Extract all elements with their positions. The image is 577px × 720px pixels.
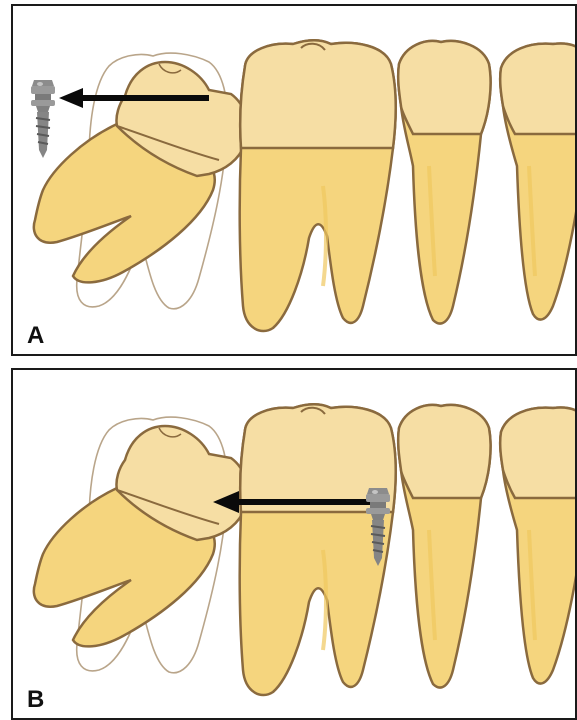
panel-label-a: A (27, 324, 44, 348)
panel-a: A (11, 4, 577, 356)
third-molar (34, 417, 247, 673)
teeth-group (240, 40, 577, 331)
panel-label-b: B (27, 688, 44, 712)
teeth-group (240, 404, 577, 695)
mini-implant-icon (31, 80, 55, 158)
diagram-a (13, 6, 577, 356)
diagram-b (13, 370, 577, 720)
panel-b: B (11, 368, 577, 720)
third-molar (34, 53, 247, 309)
